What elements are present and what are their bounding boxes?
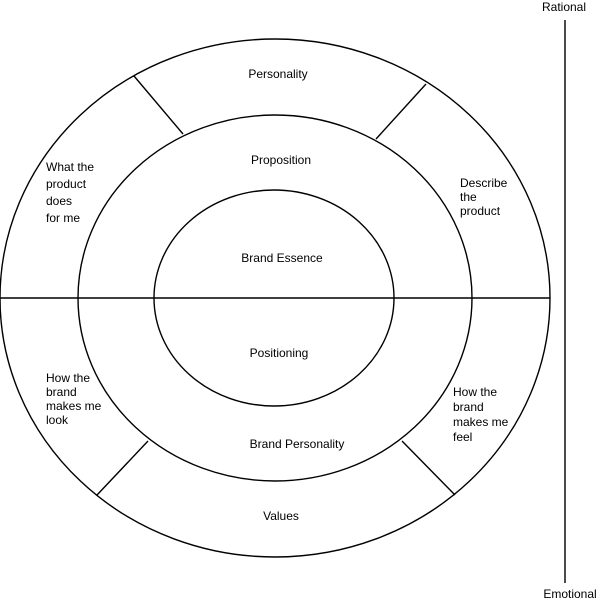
axis-label-emotional: Emotional: [543, 587, 596, 601]
label-brand-essence: Brand Essence: [241, 251, 323, 265]
divider-lower-left: [96, 440, 149, 496]
label-describe-the-product: Describe the product: [460, 176, 511, 218]
label-values: Values: [263, 509, 299, 523]
divider-lower-right: [401, 440, 456, 496]
label-brand-personality: Brand Personality: [250, 437, 345, 451]
label-positioning: Positioning: [250, 346, 309, 360]
axis-label-rational: Rational: [542, 0, 586, 14]
label-how-the-brand-makes-me-feel: How the brand makes me feel: [453, 385, 512, 444]
label-personality: Personality: [248, 67, 307, 81]
label-proposition: Proposition: [251, 153, 311, 167]
divider-upper-left: [133, 75, 184, 135]
label-how-the-brand-makes-me-look: How the brand makes me look: [46, 371, 105, 427]
divider-upper-right: [375, 83, 427, 140]
label-what-the-product-does: What the product does for me: [46, 160, 97, 225]
